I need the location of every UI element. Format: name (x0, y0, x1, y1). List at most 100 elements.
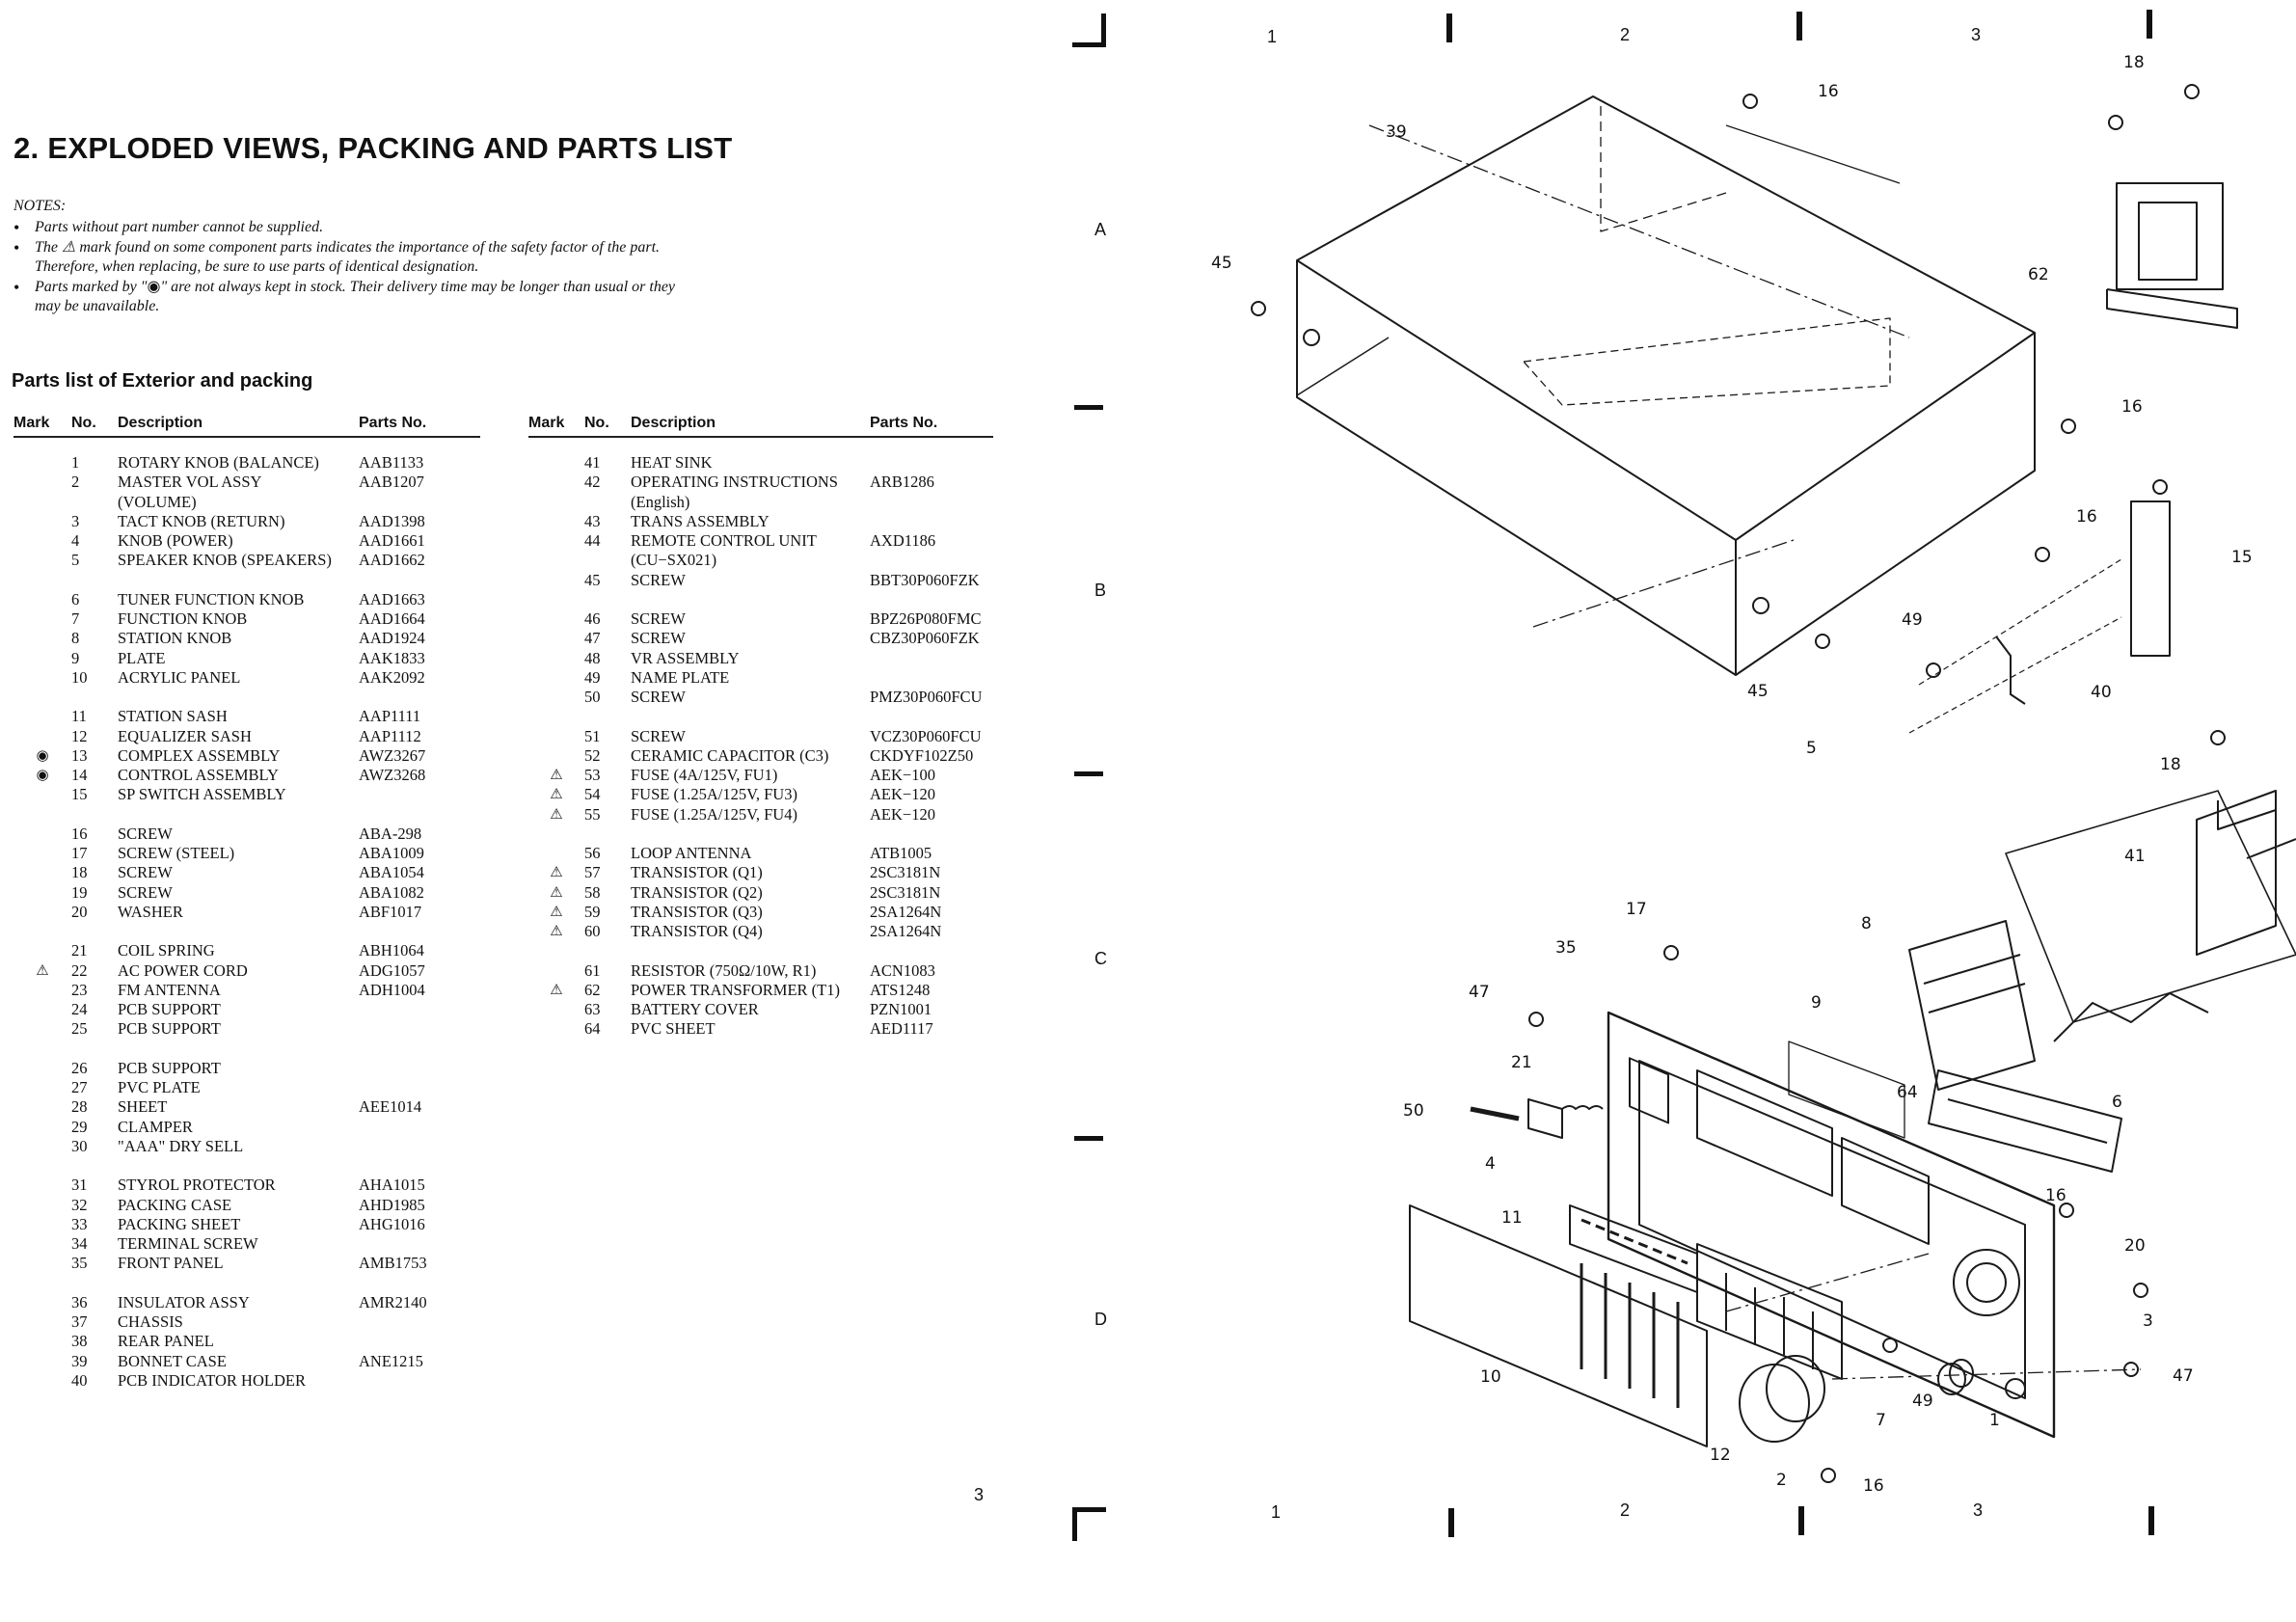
description-cell: REAR PANEL (118, 1332, 214, 1351)
description-cell: TRANS ASSEMBLY (631, 511, 770, 530)
description-cell: TRANSISTOR (Q4) (631, 922, 763, 941)
no-cell: 9 (71, 648, 80, 667)
no-cell: 63 (584, 1000, 601, 1019)
mark-cell (14, 609, 71, 629)
description-cell: TUNER FUNCTION KNOB (118, 589, 305, 608)
parts-no-cell: 2SA1264N (870, 902, 942, 921)
parts-no-cell: ABA-298 (359, 824, 422, 843)
no-cell: 45 (584, 570, 601, 589)
description-cell: STATION SASH (118, 707, 228, 726)
parts-no-cell (359, 1059, 480, 1078)
master-volume-knob (1739, 1355, 1825, 1443)
no-cell: 31 (71, 1176, 88, 1195)
grid-tick (1446, 14, 1452, 42)
no-cell: 55 (584, 804, 601, 824)
description-header: Description (118, 411, 359, 438)
description-cell: TACT KNOB (RETURN) (118, 511, 285, 530)
screw-group (1251, 84, 2226, 1483)
parts-no-cell: AHA1015 (359, 1176, 425, 1195)
no-cell: 7 (71, 609, 80, 629)
no-cell: 64 (584, 1019, 601, 1039)
assembly-leader-lines (1368, 124, 2142, 1380)
grid-tick (1074, 405, 1103, 410)
grid-column-label: 1 (1271, 1502, 1282, 1522)
description-cell: (English) (631, 492, 690, 511)
description-cell: CONTROL ASSEMBLY (118, 766, 279, 785)
mark-cell (528, 746, 584, 766)
table-row: (VOLUME) (14, 493, 480, 512)
parts-no-cell: ACN1083 (870, 960, 935, 980)
parts-no-cell (870, 512, 993, 531)
mark-cell: ◉ (36, 768, 49, 784)
description-cell: PLATE (118, 648, 166, 667)
no-cell: 61 (584, 960, 601, 980)
no-cell: 35 (71, 1254, 88, 1273)
mark-cell (14, 649, 71, 668)
no-cell: 25 (71, 1019, 88, 1039)
description-cell: ACRYLIC PANEL (118, 667, 241, 687)
description-cell: POWER TRANSFORMER (T1) (631, 980, 840, 999)
description-cell: SHEET (118, 1097, 168, 1117)
grid-column-label: 2 (1620, 1500, 1631, 1520)
parts-no-cell (359, 1312, 480, 1332)
mark-cell (528, 1000, 584, 1019)
grid-tick (1074, 1136, 1103, 1141)
grid-row-label: A (1094, 220, 1107, 239)
power-transformer (2106, 182, 2238, 329)
callout-47: 47 (1469, 983, 1490, 1002)
mark-cell (528, 512, 584, 531)
callout-62: 62 (2028, 265, 2049, 284)
description-cell: PCB SUPPORT (118, 1058, 221, 1077)
no-cell: 53 (584, 766, 601, 785)
mark-cell (14, 531, 71, 551)
description-cell: SCREW (631, 726, 686, 745)
callout-64: 64 (1897, 1083, 1918, 1102)
description-cell: FUSE (1.25A/125V, FU3) (631, 785, 797, 804)
parts-no-cell (359, 1137, 480, 1156)
callout-7: 7 (1876, 1411, 1886, 1430)
mark-header: Mark (528, 411, 584, 438)
plate (1788, 1041, 1905, 1139)
description-cell: SCREW (631, 570, 686, 589)
description-cell: PCB SUPPORT (118, 1000, 221, 1019)
no-cell (584, 551, 631, 570)
parts-no-header: Parts No. (359, 411, 480, 438)
mark-cell (14, 1332, 71, 1351)
no-cell: 13 (71, 745, 88, 765)
parts-no-cell (359, 1118, 480, 1137)
mark-cell (14, 727, 71, 746)
table-spacer (14, 1274, 480, 1293)
table-spacer (14, 688, 480, 707)
parts-no-cell: AAP1111 (359, 707, 421, 726)
parts-no-cell (870, 437, 993, 473)
no-cell: 6 (71, 589, 80, 608)
callout-16: 16 (2045, 1186, 2066, 1205)
name-plate (1470, 1106, 1520, 1122)
grid-row-label: C (1094, 949, 1107, 968)
mark-cell: ⚠ (550, 924, 563, 940)
notes-section: NOTES: Parts without part number cannot … (14, 197, 679, 317)
parts-no-cell: AWZ3267 (359, 745, 426, 765)
mark-cell: ⚠ (550, 806, 563, 823)
mark-cell (14, 1078, 71, 1097)
mark-cell (528, 551, 584, 570)
mark-cell (528, 668, 584, 688)
callout-1: 1 (1989, 1411, 2000, 1430)
